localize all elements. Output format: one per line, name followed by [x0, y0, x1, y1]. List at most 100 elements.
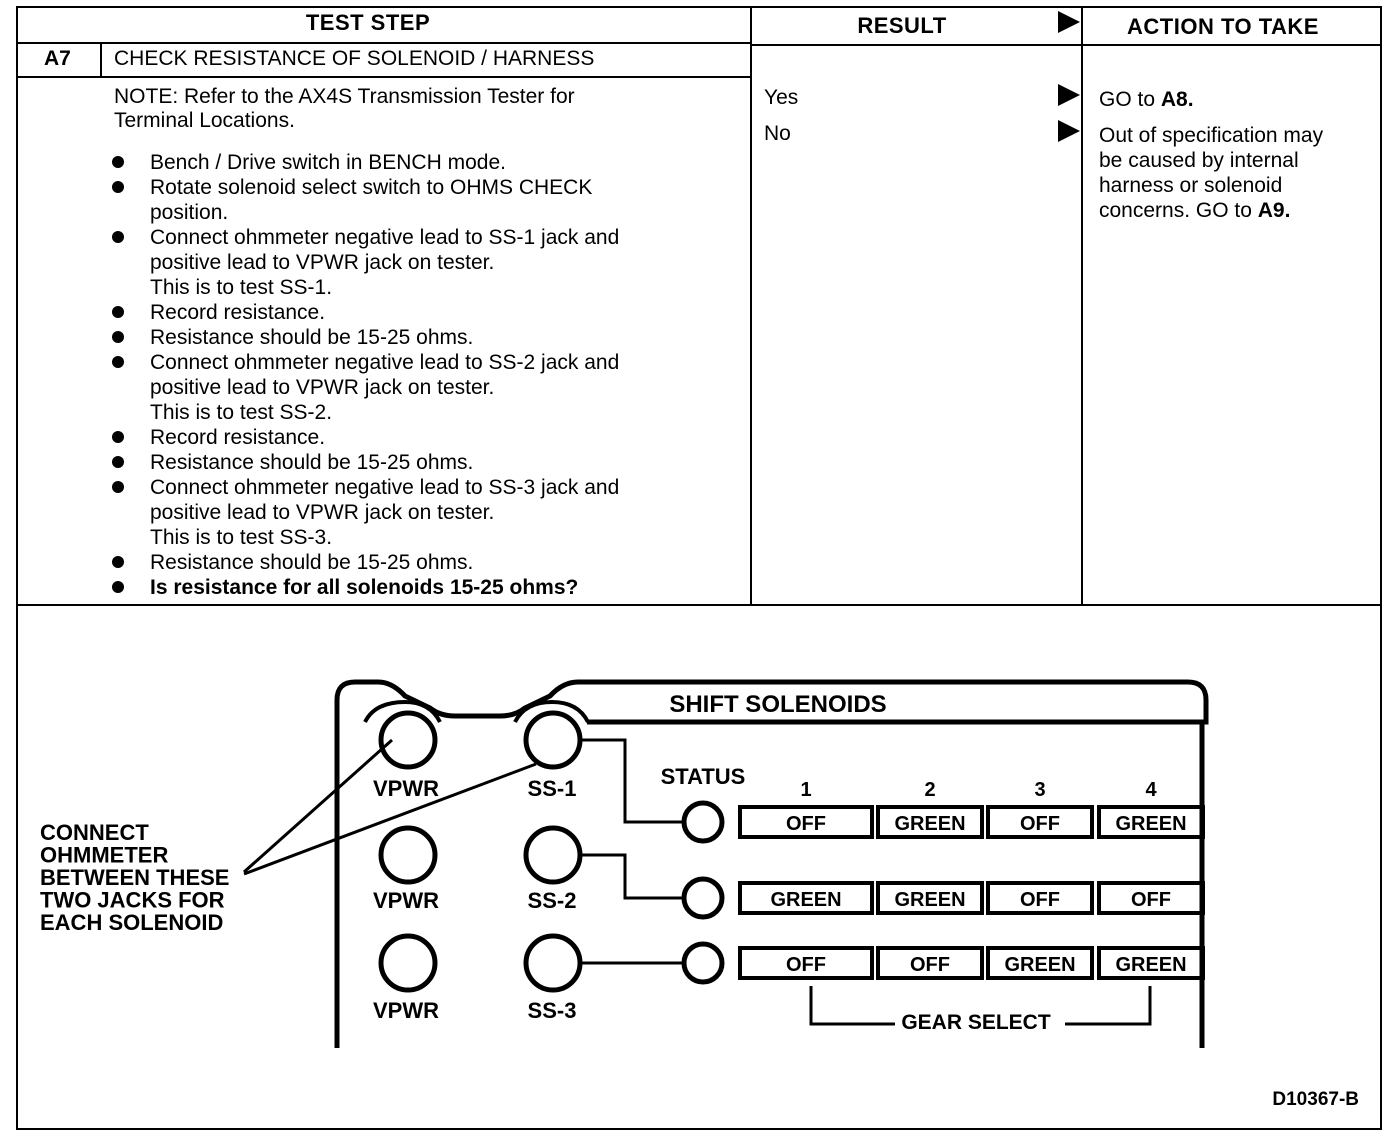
test-step-list: Bench / Drive switch in BENCH mode.Rotat… — [108, 150, 748, 600]
figure-id: D10367-B — [1272, 1089, 1359, 1110]
callout-leader-ss1 — [243, 762, 537, 876]
bullet-icon — [112, 456, 124, 468]
note-line-2: Terminal Locations. — [114, 109, 295, 132]
gear-number-label: 4 — [1145, 779, 1157, 801]
table-bottom — [18, 604, 1382, 606]
header-arrow-icon — [1058, 11, 1080, 33]
gear-state-value: GREEN — [1004, 954, 1075, 976]
test-step-item: Bench / Drive switch in BENCH mode. — [108, 150, 748, 175]
test-step-line: Connect ohmmeter negative lead to SS-1 j… — [150, 226, 620, 249]
gear-select-label: GEAR SELECT — [901, 1011, 1051, 1034]
callout-line: CONNECT — [40, 820, 149, 845]
callout-line: BETWEEN THESE — [40, 865, 229, 890]
gear-state-box — [738, 946, 874, 980]
result-yes: Yes — [764, 86, 799, 109]
action-yes-prefix: GO to — [1099, 88, 1161, 111]
test-step-item: Is resistance for all solenoids 15-25 oh… — [108, 575, 748, 600]
vpwr-jack-label: VPWR — [373, 998, 439, 1023]
bullet-icon — [112, 231, 124, 243]
action-no-line: Out of specification may — [1099, 124, 1324, 147]
action-yes: GO to A8. — [1099, 87, 1194, 112]
vpwr-jack-icon — [378, 710, 438, 770]
result-yes-arrow-icon — [1058, 84, 1080, 106]
action-column-divider — [1081, 6, 1083, 606]
header-divider-right — [752, 44, 1382, 46]
status-led-icon — [681, 876, 725, 920]
gear-state-value: GREEN — [894, 889, 965, 911]
callout-leader-vpwr — [243, 738, 393, 874]
action-no: Out of specification may be caused by in… — [1099, 123, 1323, 223]
test-step-line: positive lead to VPWR jack on tester. — [150, 501, 495, 524]
vpwr-jack-label: VPWR — [373, 888, 439, 913]
test-step-item: Record resistance. — [108, 300, 748, 325]
gear-number-label: 1 — [800, 779, 811, 801]
status-led-icon — [681, 941, 725, 985]
test-step-item: Resistance should be 15-25 ohms. — [108, 450, 748, 475]
step-id-divider — [100, 42, 102, 78]
header-test-step: TEST STEP — [305, 10, 431, 35]
gear-number-label: 3 — [1034, 779, 1045, 801]
test-step-item: Connect ohmmeter negative lead to SS-3 j… — [108, 475, 748, 550]
vpwr-jack-icon — [378, 825, 438, 885]
gear-state-box — [986, 881, 1094, 915]
result-column-divider — [750, 6, 752, 606]
test-step-line: This is to test SS-2. — [150, 401, 333, 424]
ss1-wire — [581, 738, 684, 824]
panel-tab-inner-2 — [513, 699, 590, 723]
test-step-item: Resistance should be 15-25 ohms. — [108, 550, 748, 575]
solenoid-jack-icon — [523, 933, 583, 993]
test-step-line: This is to test SS-1. — [150, 276, 333, 299]
test-step-line: Connect ohmmeter negative lead to SS-2 j… — [150, 351, 620, 374]
test-step-line: position. — [150, 201, 229, 224]
gear-state-value: OFF — [786, 954, 826, 976]
test-step-line: Is resistance for all solenoids 15-25 oh… — [150, 576, 579, 599]
gear-state-value: GREEN — [1115, 954, 1186, 976]
bullet-icon — [112, 431, 124, 443]
gear-state-box — [986, 805, 1094, 839]
test-step-item: Connect ohmmeter negative lead to SS-2 j… — [108, 350, 748, 425]
result-no-arrow-icon — [1058, 120, 1080, 142]
test-step-item: Rotate solenoid select switch to OHMS CH… — [108, 175, 748, 225]
gear-state-value: GREEN — [894, 813, 965, 835]
callout-line: OHMMETER — [40, 843, 168, 868]
gear-number-label: 2 — [924, 779, 935, 801]
step-title-divider — [18, 76, 752, 78]
gear-state-box — [738, 881, 874, 915]
gear-state-box — [1097, 946, 1205, 980]
result-no: No — [764, 122, 791, 145]
gear-select-bracket — [809, 986, 1152, 1026]
step-id: A7 — [44, 47, 71, 70]
test-step-line: Rotate solenoid select switch to OHMS CH… — [150, 176, 593, 199]
panel-title: SHIFT SOLENOIDS — [669, 691, 886, 718]
gear-state-value: OFF — [1020, 813, 1060, 835]
solenoid-jack-label: SS-1 — [528, 776, 577, 801]
solenoid-jack-label: SS-2 — [528, 888, 577, 913]
test-step-line: Bench / Drive switch in BENCH mode. — [150, 151, 506, 174]
vpwr-jack-label: VPWR — [373, 776, 439, 801]
bullet-icon — [112, 356, 124, 368]
test-step-line: Connect ohmmeter negative lead to SS-3 j… — [150, 476, 620, 499]
page-frame — [16, 6, 1382, 1130]
gear-state-value: OFF — [1131, 889, 1171, 911]
bullet-icon — [112, 156, 124, 168]
gear-state-box — [876, 946, 984, 980]
action-no-line: be caused by internal — [1099, 149, 1299, 172]
gear-state-box — [738, 805, 874, 839]
action-no-target: A9. — [1257, 199, 1291, 222]
header-divider — [18, 42, 752, 44]
gear-state-value: OFF — [786, 813, 826, 835]
gear-state-value: OFF — [910, 954, 950, 976]
solenoid-jack-icon — [523, 825, 583, 885]
action-no-line: harness or solenoid — [1099, 174, 1283, 197]
gear-state-value: GREEN — [1115, 813, 1186, 835]
status-label: STATUS — [661, 764, 746, 789]
vpwr-jack-icon — [378, 933, 438, 993]
test-step-item: Connect ohmmeter negative lead to SS-1 j… — [108, 225, 748, 300]
solenoid-jack-label: SS-3 — [528, 998, 577, 1023]
test-step-line: Resistance should be 15-25 ohms. — [150, 451, 474, 474]
test-step-item: Resistance should be 15-25 ohms. — [108, 325, 748, 350]
gear-state-value: OFF — [1020, 889, 1060, 911]
test-step-line: This is to test SS-3. — [150, 526, 333, 549]
